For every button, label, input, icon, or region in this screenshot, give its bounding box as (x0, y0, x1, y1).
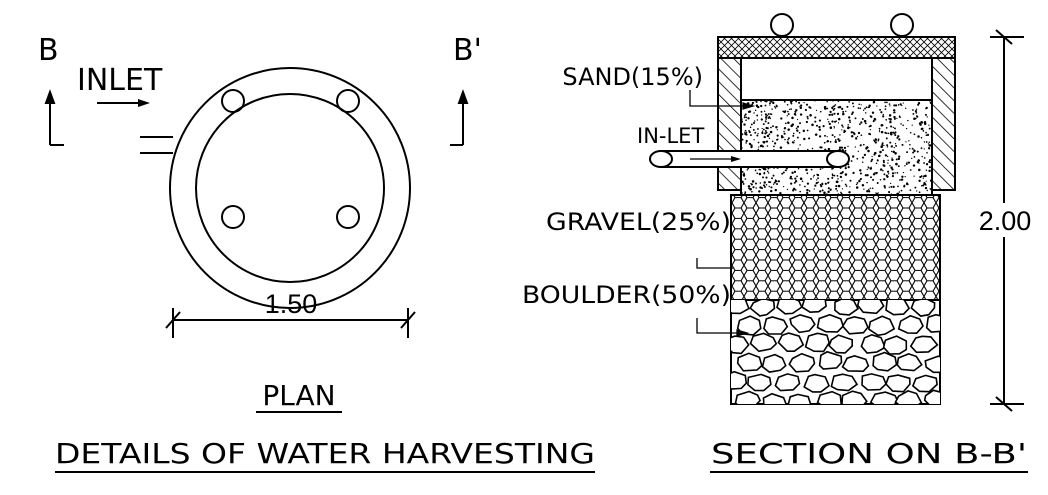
plan-outer-ring (169, 67, 411, 309)
section-mark-b-prime-label: B' (453, 33, 482, 68)
gravel-layer (730, 194, 941, 301)
plan-pipe-2 (336, 89, 360, 113)
sand-label: SAND(15%) (562, 63, 703, 91)
gravel-leader (696, 258, 733, 269)
footer-title: DETAILS OF WATER HARVESTING (55, 437, 595, 470)
height-dimension-label: 2.00 (979, 206, 1032, 236)
section-mark-b-label: B (38, 33, 59, 68)
plan-dimension-label: 1.50 (265, 289, 318, 319)
lifting-hook-left (770, 13, 794, 37)
cover-slab (717, 36, 956, 59)
plan-title: PLAN (262, 379, 335, 412)
plan-pipe-1 (221, 89, 245, 113)
plan-dimension-line (165, 308, 416, 338)
inlet-arrow (97, 99, 150, 107)
inlet-section-label: IN-LET (637, 124, 704, 148)
section-mark-b (44, 89, 64, 146)
sand-leader (689, 90, 756, 110)
plan-pipe-3 (221, 205, 245, 229)
lifting-hook-right (890, 13, 914, 37)
gravel-label: GRAVEL(25%) (546, 208, 731, 236)
wall-right (931, 57, 956, 191)
boulder-label: BOULDER(50%) (522, 281, 731, 309)
boulder-leader (696, 318, 750, 337)
section-view (649, 13, 956, 405)
plan-inner-ring (195, 93, 385, 283)
inlet-label: INLET (77, 63, 163, 98)
section-mark-b-prime (450, 89, 469, 146)
section-inlet-pipe (649, 150, 850, 168)
section-title: SECTION ON B-B' (711, 437, 1027, 470)
plan-view (140, 67, 411, 309)
wall-left (717, 57, 742, 191)
plan-pipe-4 (336, 205, 360, 229)
